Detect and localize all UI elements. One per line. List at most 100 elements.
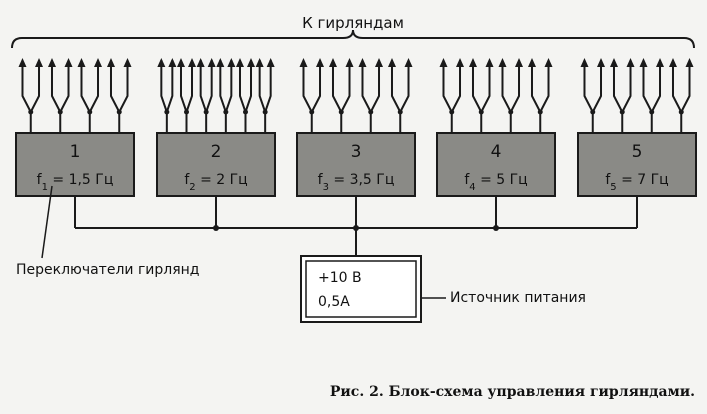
output-branch — [238, 60, 253, 113]
output-arrowhead — [188, 58, 197, 67]
block-outputs-1 — [18, 58, 132, 133]
generator-block-3: 3f3 = 3,5 Гц — [296, 132, 416, 197]
output-branch — [199, 60, 213, 113]
output-branch — [612, 60, 632, 113]
output-branch — [331, 60, 351, 113]
output-arrowhead — [64, 58, 73, 67]
output-arrowhead — [216, 58, 225, 67]
output-arrowhead — [626, 58, 635, 67]
block-outputs-3 — [299, 58, 413, 133]
output-arrowhead — [485, 58, 494, 67]
generator-box — [436, 132, 556, 197]
output-arrowhead — [685, 58, 694, 67]
figure-caption: Рис. 2. Блок-схема управления гирляндами… — [329, 384, 695, 400]
output-branch — [642, 60, 662, 113]
block-frequency: f1 = 1,5 Гц — [37, 172, 114, 193]
output-branch — [219, 60, 233, 113]
freq-subscript: 5 — [610, 182, 616, 193]
output-arrowhead — [387, 58, 396, 67]
freq-subscript: 2 — [189, 182, 195, 193]
output-arrowhead — [106, 58, 115, 67]
freq-value: = 5 Гц — [476, 172, 528, 188]
output-arrowhead — [498, 58, 507, 67]
output-arrowhead — [247, 58, 256, 67]
output-arrowhead — [316, 58, 325, 67]
top-brace — [11, 29, 695, 49]
output-branch — [50, 60, 70, 113]
output-branch — [583, 60, 603, 113]
output-arrowhead — [527, 58, 536, 67]
output-arrowhead — [639, 58, 648, 67]
power-supply-inner — [305, 260, 417, 318]
block-number: 5 — [632, 142, 643, 162]
block-number: 2 — [211, 142, 222, 162]
block-outputs-5 — [580, 58, 694, 133]
generator-block-2: 2f2 = 2 Гц — [156, 132, 276, 197]
block-number: 4 — [491, 142, 502, 162]
block-number: 3 — [351, 142, 362, 162]
output-arrowhead — [227, 58, 236, 67]
output-branch — [361, 60, 381, 113]
output-arrowhead — [35, 58, 44, 67]
power-voltage: +10 В — [318, 270, 362, 286]
output-arrowhead — [609, 58, 618, 67]
output-branch — [442, 60, 462, 113]
generator-block-1: 1f1 = 1,5 Гц — [15, 132, 135, 197]
output-branch — [109, 60, 129, 113]
freq-subscript: 1 — [42, 182, 48, 193]
block-frequency: f4 = 5 Гц — [464, 172, 527, 193]
freq-value: = 2 Гц — [196, 172, 248, 188]
output-branch — [160, 60, 174, 113]
output-arrowhead — [515, 58, 524, 67]
freq-symbol: f — [184, 172, 190, 188]
output-branch — [302, 60, 322, 113]
output-branch — [530, 60, 550, 113]
power-bus — [74, 196, 638, 256]
output-arrowhead — [456, 58, 465, 67]
output-arrowhead — [77, 58, 86, 67]
output-arrowhead — [176, 58, 185, 67]
freq-value: = 7 Гц — [617, 172, 669, 188]
freq-subscript: 3 — [323, 182, 329, 193]
output-arrowhead — [580, 58, 589, 67]
bus-junction-4 — [493, 225, 499, 231]
output-arrowhead — [255, 58, 264, 67]
output-branch — [501, 60, 521, 113]
output-arrowhead — [345, 58, 354, 67]
freq-value: = 1,5 Гц — [48, 172, 113, 188]
output-arrowhead — [157, 58, 166, 67]
power-supply-block: +10 В 0,5А Источник питания — [300, 255, 586, 323]
output-arrowhead — [207, 58, 216, 67]
block-number: 1 — [70, 142, 81, 162]
output-branch — [179, 60, 194, 113]
block-outputs-4 — [439, 58, 553, 133]
output-arrowhead — [94, 58, 103, 67]
generator-block-4: 4 f4 = 5 Гц — [436, 132, 556, 197]
power-current: 0,5А — [318, 294, 350, 310]
output-arrowhead — [328, 58, 337, 67]
output-arrowhead — [544, 58, 553, 67]
freq-symbol: f — [318, 172, 324, 188]
output-arrowhead — [123, 58, 132, 67]
generator-box — [15, 132, 135, 197]
freq-value: = 3,5 Гц — [329, 172, 394, 188]
block-frequency: f5 = 7 Гц — [605, 172, 668, 193]
freq-symbol: f — [605, 172, 611, 188]
top-label: К гирляндам — [302, 14, 404, 32]
output-arrowhead — [266, 58, 275, 67]
output-arrowhead — [18, 58, 27, 67]
switches-leader — [41, 185, 53, 259]
output-arrowhead — [358, 58, 367, 67]
generator-box — [296, 132, 416, 197]
output-arrowhead — [404, 58, 413, 67]
output-arrowhead — [597, 58, 606, 67]
output-arrows — [18, 58, 694, 133]
output-arrowhead — [668, 58, 677, 67]
generator-block-5: 5f5 = 7 Гц — [577, 132, 697, 197]
output-arrowhead — [468, 58, 477, 67]
freq-symbol: f — [464, 172, 470, 188]
output-arrowhead — [168, 58, 177, 67]
output-arrowhead — [235, 58, 244, 67]
output-arrowhead — [196, 58, 205, 67]
